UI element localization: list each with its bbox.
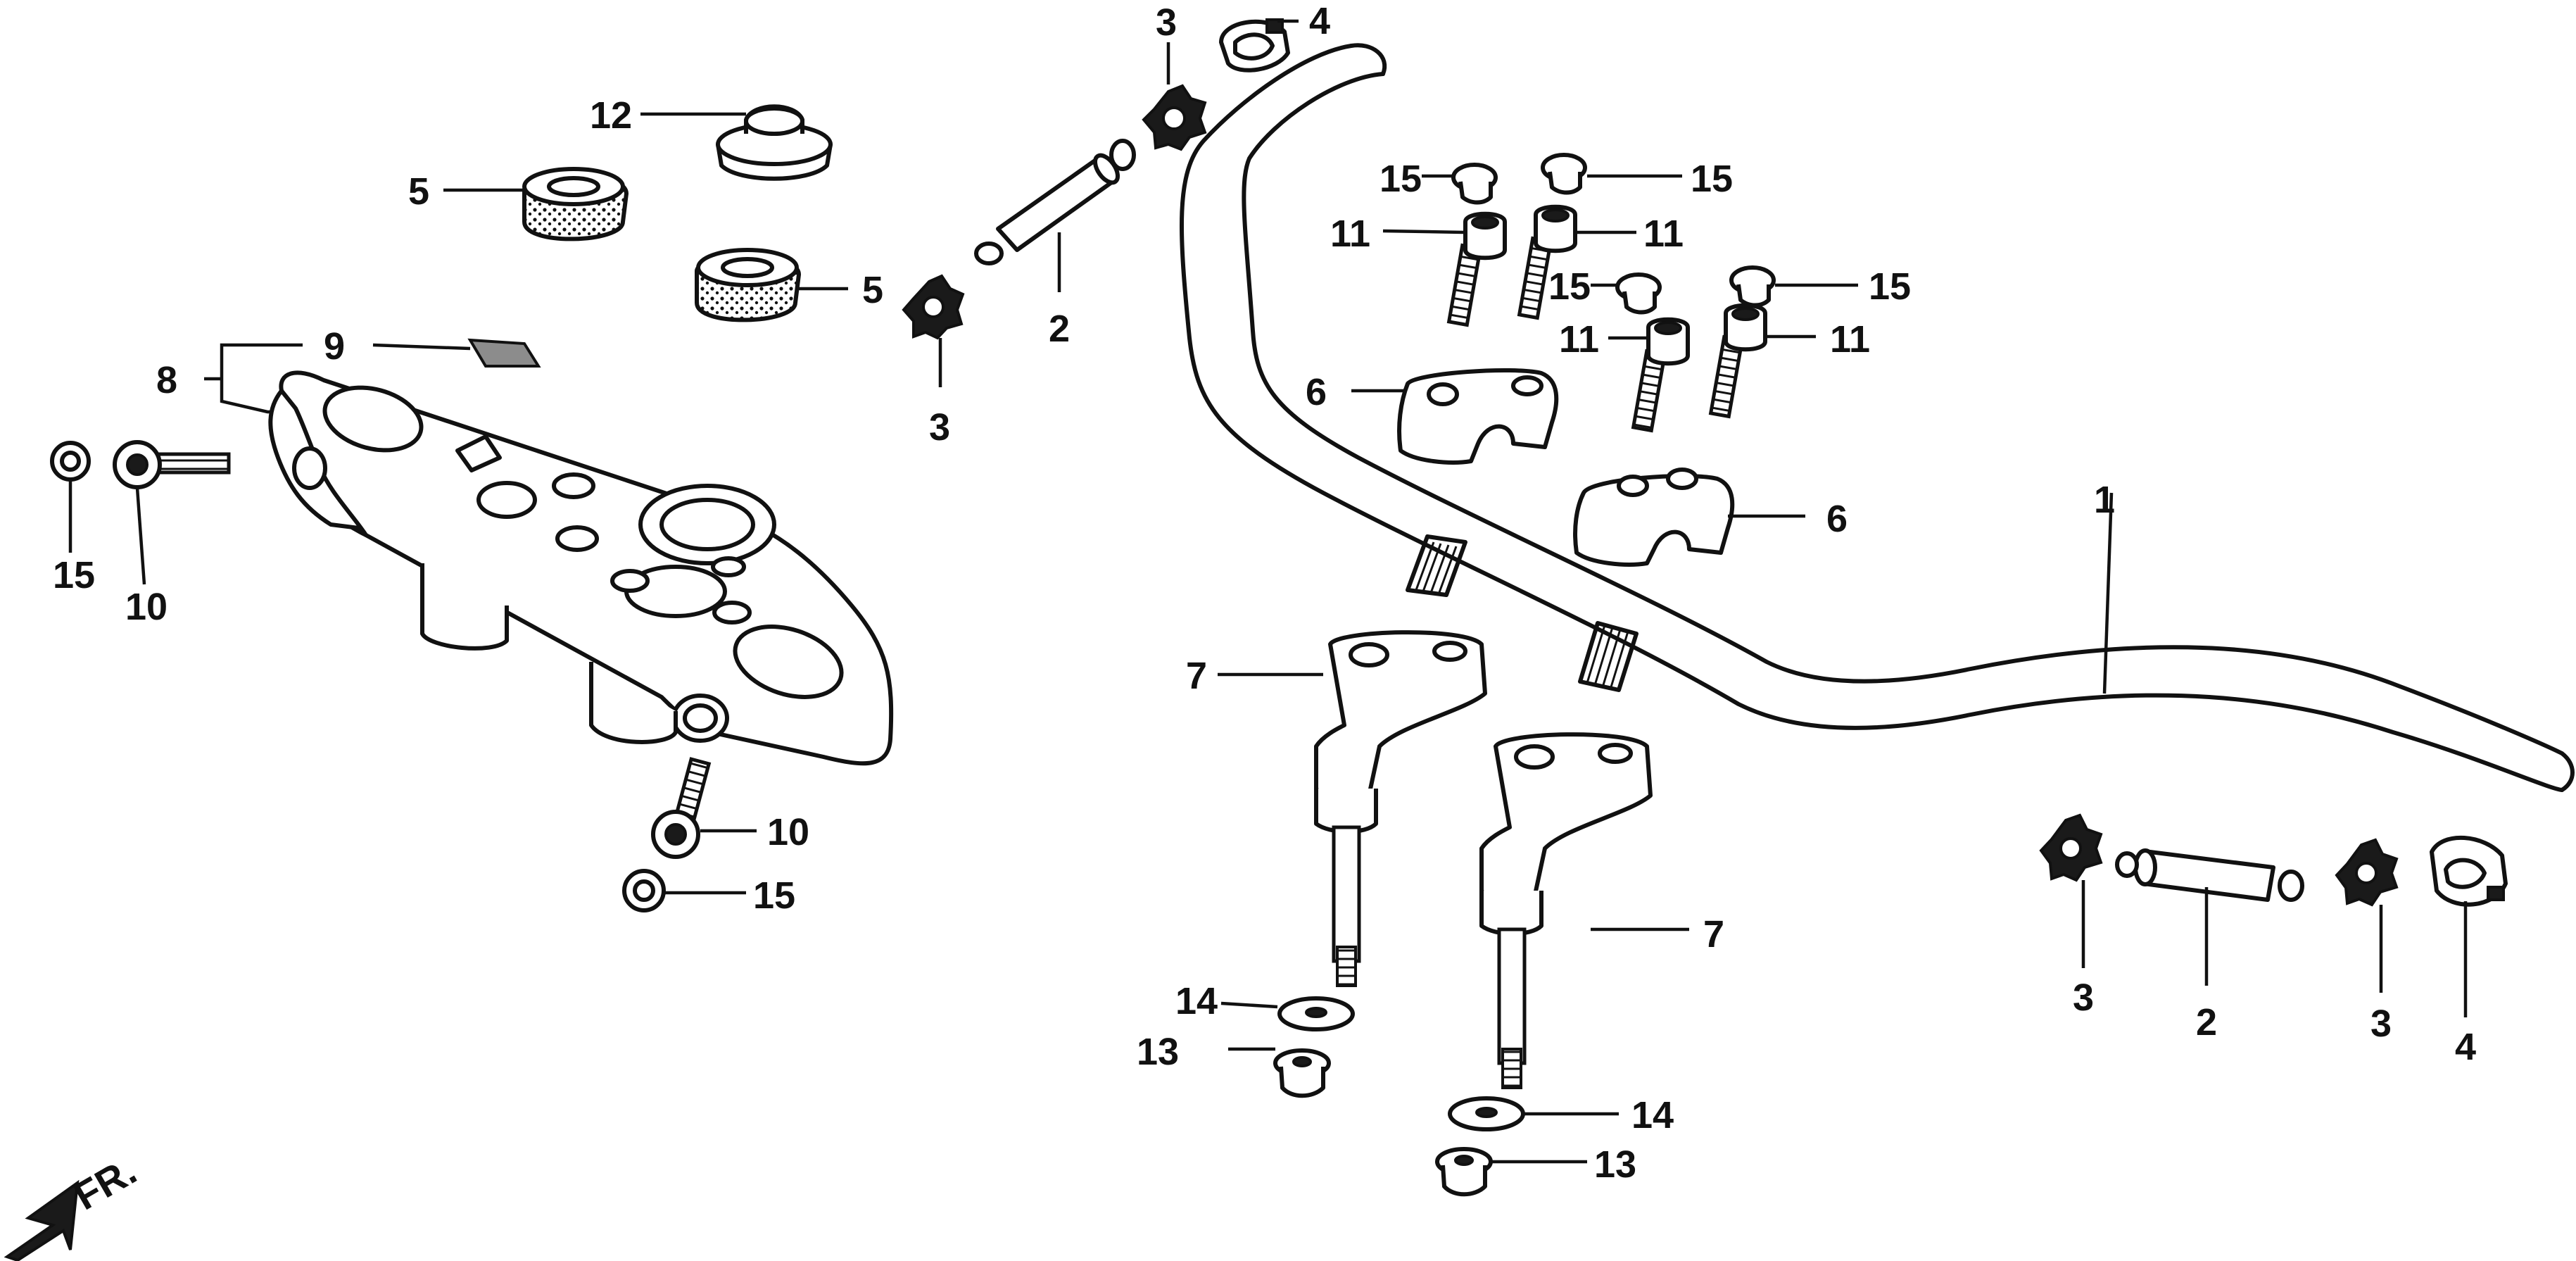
arrow-left-down-icon bbox=[4, 1179, 80, 1261]
callout-10: 10 bbox=[767, 811, 809, 853]
callout-11: 11 bbox=[1643, 213, 1684, 255]
part-3-washer-c bbox=[2039, 813, 2103, 882]
callout-14: 14 bbox=[1175, 980, 1218, 1022]
callout-5: 5 bbox=[862, 269, 883, 311]
part-5-seal-lower bbox=[695, 248, 802, 322]
callout-12: 12 bbox=[590, 94, 632, 137]
front-label: FR. bbox=[67, 1148, 144, 1219]
part-4-clamp-upper bbox=[1219, 18, 1290, 73]
callout-3: 3 bbox=[929, 406, 950, 448]
leader-lines bbox=[68, 19, 2468, 1164]
part-3-washer-a bbox=[1142, 84, 1207, 151]
callout-7: 7 bbox=[1703, 913, 1724, 955]
callout-4: 4 bbox=[2455, 1026, 2476, 1068]
callout-15: 15 bbox=[1691, 158, 1733, 200]
part-15-cap-e bbox=[1729, 265, 1776, 308]
callout-5: 5 bbox=[408, 170, 429, 213]
part-3-washer-d bbox=[2335, 838, 2399, 907]
handlebar-knurl-right bbox=[1578, 621, 1639, 692]
part-5-seal-upper bbox=[522, 167, 629, 241]
callout-11: 11 bbox=[1830, 318, 1870, 360]
part-15-cap-d bbox=[1615, 272, 1662, 315]
callout-15: 15 bbox=[53, 554, 95, 596]
part-14-washer-b bbox=[1448, 1096, 1525, 1131]
handlebar-knurl-left bbox=[1406, 534, 1467, 597]
part-9-plate bbox=[467, 338, 541, 368]
part-6-upper-holder-a bbox=[1397, 368, 1559, 465]
callout-15: 15 bbox=[1548, 265, 1591, 308]
callout-1: 1 bbox=[2094, 479, 2115, 521]
top-bridge bbox=[268, 370, 894, 766]
callout-10: 10 bbox=[125, 586, 168, 628]
callout-6: 6 bbox=[1826, 498, 1848, 540]
callout-15: 15 bbox=[1379, 158, 1422, 200]
callout-labels: 1 2 2 3 3 3 3 4 4 5 5 6 6 7 7 8 9 10 10 … bbox=[53, 0, 2476, 1186]
part-15-cap-f bbox=[622, 869, 666, 912]
callout-2: 2 bbox=[2196, 1001, 2217, 1043]
callout-9: 9 bbox=[324, 325, 345, 368]
part-10-bolt-vertical bbox=[651, 757, 712, 859]
callout-7: 7 bbox=[1186, 655, 1207, 697]
part-2-rod-lower bbox=[2115, 848, 2304, 902]
part-13-nut-b bbox=[1435, 1147, 1493, 1197]
callout-15: 15 bbox=[1869, 265, 1911, 308]
callout-13: 13 bbox=[1137, 1031, 1179, 1073]
part-4-clamp-lower bbox=[2430, 836, 2508, 907]
part-7-lower-holder-a bbox=[1314, 630, 1487, 987]
part-6-upper-holder-b bbox=[1573, 468, 1735, 567]
part-11-bolt-c bbox=[1631, 317, 1690, 433]
callout-13: 13 bbox=[1594, 1143, 1636, 1186]
handlebar bbox=[1179, 43, 2575, 792]
front-direction-indicator: FR. bbox=[4, 1148, 144, 1261]
part-7-lower-holder-b bbox=[1479, 732, 1653, 1089]
part-14-washer-a bbox=[1277, 996, 1355, 1031]
part-13-nut-a bbox=[1273, 1048, 1331, 1098]
callout-11: 11 bbox=[1330, 213, 1370, 255]
part-11-bolt-b bbox=[1517, 204, 1577, 320]
callout-3: 3 bbox=[2370, 1003, 2392, 1045]
part-3-washer-b bbox=[902, 274, 965, 340]
callout-3: 3 bbox=[1156, 1, 1177, 44]
callout-3: 3 bbox=[2073, 977, 2094, 1019]
part-12-cap-nut bbox=[716, 104, 833, 181]
part-15-cap-c bbox=[1541, 153, 1587, 195]
callout-8: 8 bbox=[156, 359, 177, 401]
callout-15: 15 bbox=[753, 874, 795, 917]
part-11-bolt-a bbox=[1446, 211, 1507, 327]
callout-6: 6 bbox=[1306, 371, 1327, 413]
part-15-cap-b bbox=[1451, 163, 1498, 205]
part-11-bolt-d bbox=[1708, 303, 1767, 419]
callout-14: 14 bbox=[1631, 1094, 1674, 1136]
callout-4: 4 bbox=[1309, 0, 1330, 42]
part-10-bolt-horizontal bbox=[113, 440, 231, 489]
callout-11: 11 bbox=[1559, 318, 1599, 360]
part-2-rod-upper bbox=[974, 139, 1136, 265]
callout-2: 2 bbox=[1049, 308, 1070, 350]
part-15-cap-a bbox=[50, 441, 91, 482]
